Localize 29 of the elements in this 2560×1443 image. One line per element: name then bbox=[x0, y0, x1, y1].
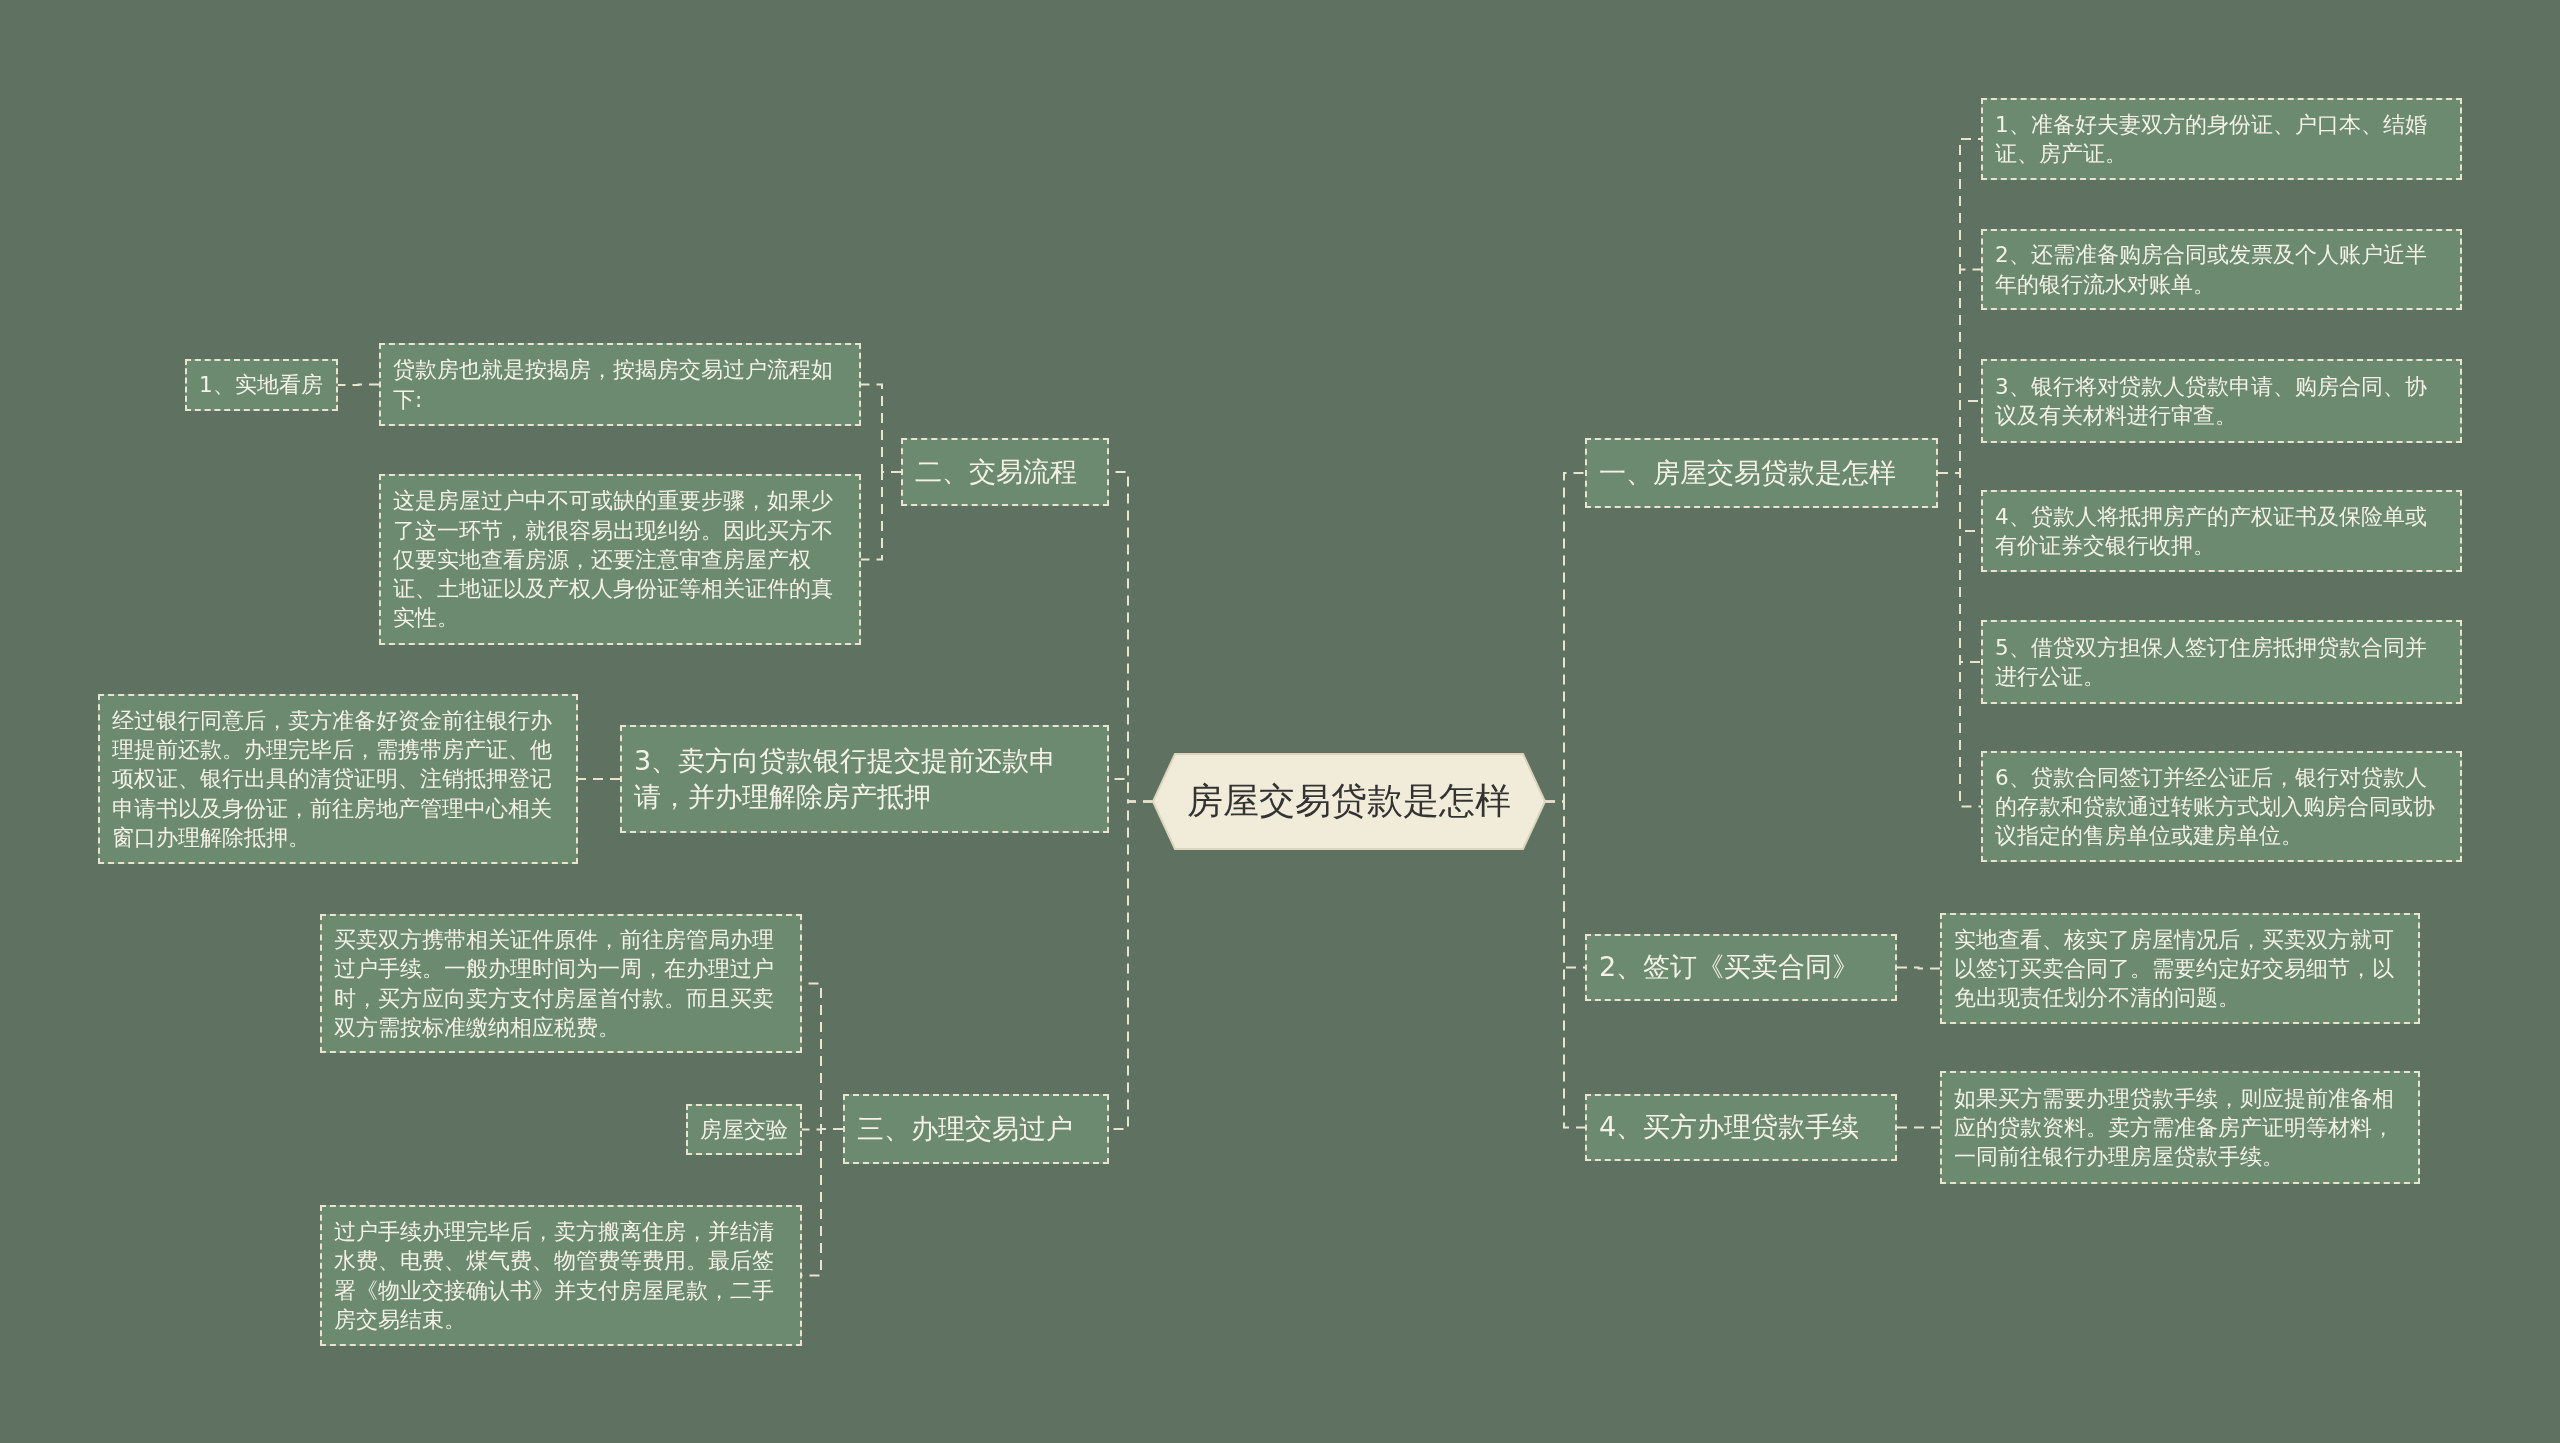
connector-line bbox=[860, 471, 902, 561]
connector-line bbox=[337, 383, 380, 386]
note-box: 过户手续办理完毕后，卖方搬离住房，并结清水费、电费、煤气费、物管费等费用。最后签署《物业交接确认书》并支付房屋尾款，二手房交易结束。 bbox=[320, 1205, 802, 1346]
note-box: 6、贷款合同签订并经公证后，银行对贷款人的存款和贷款通过转账方式划入购房合同或协议指定的售房单位或建房单位。 bbox=[1981, 751, 2462, 862]
connector-line bbox=[1544, 800, 1586, 1129]
connector-line bbox=[1896, 1126, 1941, 1129]
connector-line bbox=[1937, 472, 1982, 808]
note-box: 5、借贷双方担保人签订住房抵押贷款合同并进行公证。 bbox=[1981, 620, 2462, 704]
connector-line bbox=[577, 778, 621, 780]
branch-topic: 4、买方办理贷款手续 bbox=[1585, 1094, 1897, 1161]
note-box: 房屋交验 bbox=[686, 1104, 802, 1155]
note-box: 4、贷款人将抵押房产的产权证书及保险单或有价证券交银行收押。 bbox=[1981, 490, 2462, 572]
branch-topic: 三、办理交易过户 bbox=[843, 1094, 1109, 1164]
note-box: 实地查看、核实了房屋情况后，买卖双方就可以签订买卖合同了。需要约定好交易细节，以免出现责任划分不清的问题。 bbox=[1940, 913, 2420, 1024]
branch-topic: 二、交易流程 bbox=[901, 438, 1109, 506]
branch-topic: 一、房屋交易贷款是怎样 bbox=[1585, 438, 1938, 508]
note-box: 2、还需准备购房合同或发票及个人账户近半年的银行流水对账单。 bbox=[1981, 229, 2462, 310]
branch-topic: 3、卖方向贷款银行提交提前还款申请，并办理解除房产抵押 bbox=[620, 725, 1109, 833]
topic-text: 房屋交易贷款是怎样 bbox=[1187, 779, 1511, 823]
note-box: 经过银行同意后，卖方准备好资金前往银行办理提前还款。办理完毕后，需携带房产证、他项权证、银行出具的清贷证明、注销抵押登记申请书以及身份证，前往房地产管理中心相关窗口办理解除抵押。 bbox=[98, 694, 578, 864]
branch-topic: 2、签订《买卖合同》 bbox=[1585, 934, 1897, 1001]
note-box: 这是房屋过户中不可或缺的重要步骤，如果少了这一环节，就很容易出现纠纷。因此买方不仅要实地查看房源，还要注意审查房屋产权证、土地证以及产权人身份证等相关证件的真实性。 bbox=[379, 474, 861, 645]
note-box: 1、实地看房 bbox=[185, 359, 338, 411]
note-box: 1、准备好夫妻双方的身份证、户口本、结婚证、房产证。 bbox=[1981, 98, 2462, 180]
connector-line bbox=[1896, 966, 1941, 970]
note-box: 贷款房也就是按揭房，按揭房交易过户流程如下: bbox=[379, 343, 861, 426]
note-box: 3、银行将对贷款人贷款申请、购房合同、协议及有关材料进行审查。 bbox=[1981, 359, 2462, 443]
note-box: 如果买方需要办理贷款手续，则应提前准备相应的贷款资料。卖方需准备房产证明等材料，一同前往银行办理房屋贷款手续。 bbox=[1940, 1071, 2420, 1184]
note-box: 买卖双方携带相关证件原件，前往房管局办理过户手续。一般办理时间为一周，在办理过户时，买方应向卖方支付房屋首付款。而且买卖双方需按标准缴纳相应税费。 bbox=[320, 914, 802, 1053]
